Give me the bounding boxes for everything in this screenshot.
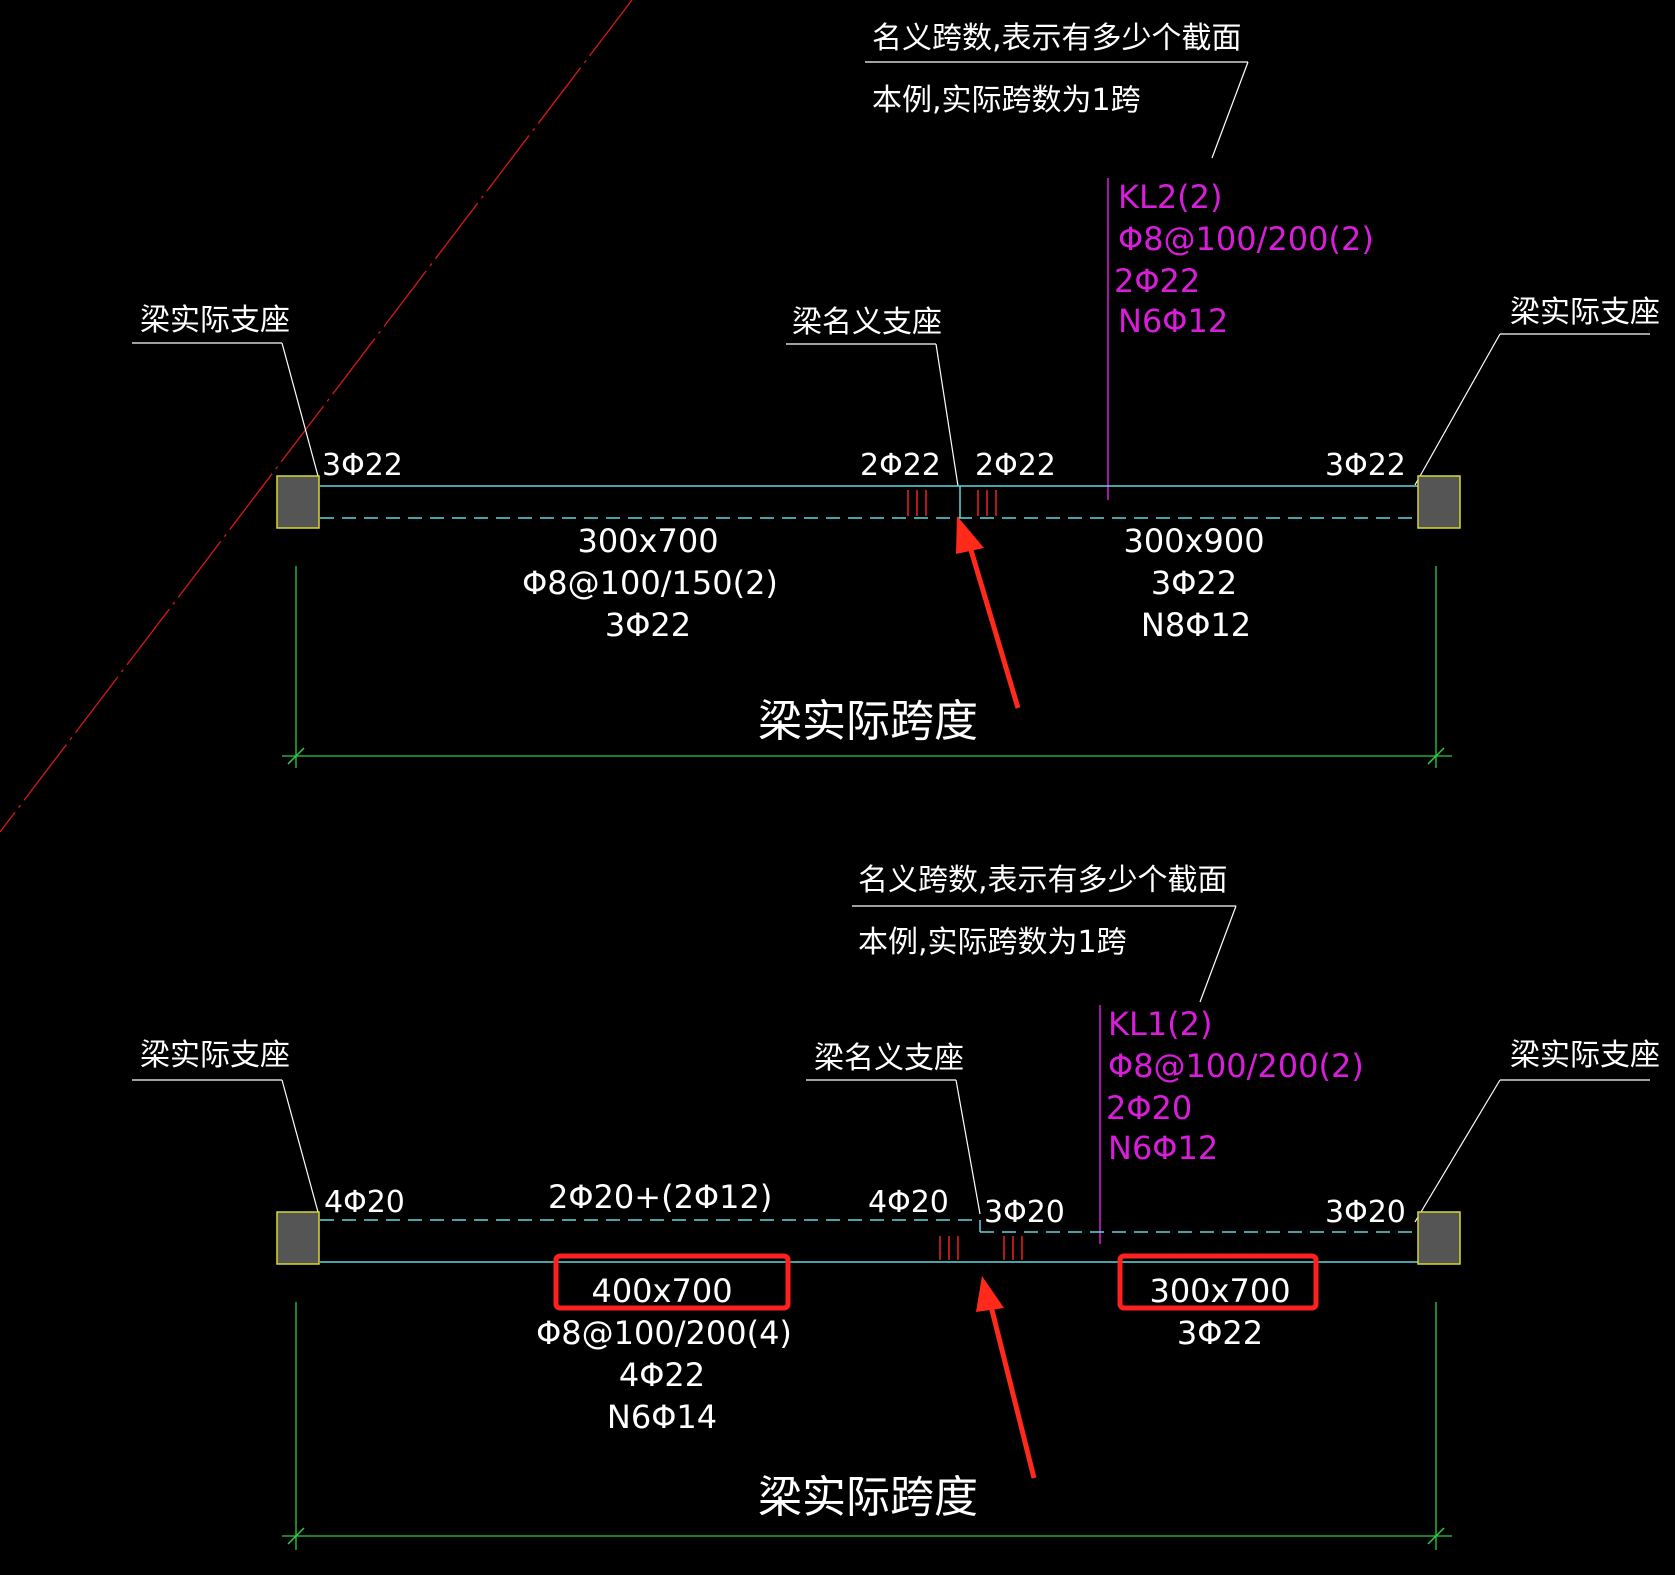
top-span1-stirrup: Φ8@100/150(2)	[522, 564, 778, 602]
bottom-span2-annotation: 300x700 3Φ22	[1149, 1272, 1290, 1352]
top-beam-top-rebar: 2Φ22	[1114, 262, 1200, 300]
bottom-callout-line1: 名义跨数,表示有多少个截面	[858, 863, 1228, 898]
top-span2-bottom: 3Φ22	[1151, 564, 1237, 602]
bottom-span2-section: 300x700	[1149, 1272, 1290, 1310]
top-nominal-support-arrow	[956, 516, 1021, 709]
bottom-right-support-callout: 梁实际支座	[1414, 1038, 1660, 1223]
bottom-span1-side: N6Φ14	[607, 1398, 717, 1436]
top-beam-body	[320, 485, 1418, 519]
top-rebar-mid-right: 2Φ22	[975, 448, 1056, 483]
bottom-beam-body	[320, 1219, 1418, 1263]
top-right-support-callout: 梁实际支座	[1414, 295, 1660, 486]
top-span1-annotation: 300x700 Φ8@100/150(2) 3Φ22	[522, 522, 778, 644]
top-span2-annotation: 300x900 3Φ22 N8Φ12	[1123, 522, 1264, 644]
bottom-span1-section: 400x700	[591, 1272, 732, 1310]
top-callout-line1: 名义跨数,表示有多少个截面	[872, 21, 1242, 56]
top-span-label: 梁实际跨度	[758, 696, 978, 747]
top-left-support	[276, 475, 320, 529]
bottom-nominal-support-arrow	[976, 1276, 1037, 1479]
top-rebar-mid-left: 2Φ22	[860, 448, 941, 483]
bottom-beam-top-rebar: 2Φ20	[1106, 1089, 1192, 1127]
bottom-right-support	[1417, 1211, 1461, 1265]
bottom-left-support-label: 梁实际支座	[140, 1038, 290, 1073]
top-span-dimension: 梁实际跨度	[282, 566, 1452, 768]
top-rebar-left: 3Φ22	[322, 448, 403, 483]
top-beam-stirrup: Φ8@100/200(2)	[1118, 220, 1374, 258]
bottom-span1-stirrup: Φ8@100/200(4)	[536, 1314, 792, 1352]
red-reference-line	[0, 0, 633, 833]
bottom-span-dimension: 梁实际跨度	[282, 1302, 1452, 1550]
top-left-support-label: 梁实际支座	[140, 303, 290, 338]
top-right-support	[1417, 475, 1461, 529]
top-beam-diagram: 名义跨数,表示有多少个截面 本例,实际跨数为1跨 KL2(2) Φ8@100/2…	[132, 21, 1660, 768]
bottom-left-support	[276, 1211, 320, 1265]
bottom-beam-name: KL1(2)	[1108, 1005, 1213, 1043]
top-span-count-callout: 名义跨数,表示有多少个截面 本例,实际跨数为1跨	[865, 21, 1249, 159]
top-span1-section: 300x700	[577, 522, 718, 560]
top-beam-side-rebar: N6Φ12	[1118, 302, 1228, 340]
bottom-stirrup-marks	[939, 1236, 1023, 1260]
bottom-span1-annotation: 400x700 Φ8@100/200(4) 4Φ22 N6Φ14	[536, 1272, 792, 1436]
top-beam-name: KL2(2)	[1118, 178, 1223, 216]
top-stirrup-marks	[907, 490, 997, 516]
top-left-support-callout: 梁实际支座	[132, 303, 319, 477]
top-right-support-label: 梁实际支座	[1510, 295, 1660, 330]
bottom-rebar-mid-left: 4Φ20	[868, 1185, 949, 1220]
top-rebar-right: 3Φ22	[1325, 448, 1406, 483]
top-nominal-support-label: 梁名义支座	[792, 305, 942, 340]
top-span1-bottom: 3Φ22	[605, 606, 691, 644]
bottom-rebar-left: 4Φ20	[324, 1185, 405, 1220]
bottom-rebar-top-mid: 2Φ20+(2Φ12)	[548, 1178, 772, 1216]
bottom-callout-line2: 本例,实际跨数为1跨	[858, 925, 1127, 960]
bottom-span2-section-highlight	[1117, 1253, 1319, 1311]
bottom-nominal-support-label: 梁名义支座	[814, 1041, 964, 1076]
bottom-rebar-mid-right: 3Φ20	[984, 1195, 1065, 1230]
top-callout-line2: 本例,实际跨数为1跨	[872, 83, 1141, 118]
top-beam-label: KL2(2) Φ8@100/200(2) 2Φ22 N6Φ12	[1107, 178, 1374, 500]
bottom-span-count-callout: 名义跨数,表示有多少个截面 本例,实际跨数为1跨	[852, 863, 1237, 1003]
bottom-span2-bottom: 3Φ22	[1177, 1314, 1263, 1352]
bottom-span1-bottom: 4Φ22	[619, 1356, 705, 1394]
bottom-beam-diagram: 名义跨数,表示有多少个截面 本例,实际跨数为1跨 KL1(2) Φ8@100/2…	[132, 863, 1660, 1550]
bottom-rebar-right: 3Φ20	[1325, 1195, 1406, 1230]
bottom-span-label: 梁实际跨度	[758, 1472, 978, 1523]
bottom-beam-label: KL1(2) Φ8@100/200(2) 2Φ20 N6Φ12	[1099, 1005, 1364, 1244]
bottom-span1-section-highlight	[553, 1253, 791, 1311]
top-span2-section: 300x900	[1123, 522, 1264, 560]
bottom-beam-stirrup: Φ8@100/200(2)	[1108, 1047, 1364, 1085]
bottom-nominal-support-callout: 梁名义支座	[806, 1041, 981, 1215]
bottom-right-support-label: 梁实际支座	[1510, 1038, 1660, 1073]
top-nominal-support-callout: 梁名义支座	[786, 305, 959, 487]
bottom-left-support-callout: 梁实际支座	[132, 1038, 319, 1213]
top-span2-side: N8Φ12	[1141, 606, 1251, 644]
bottom-beam-side-rebar: N6Φ12	[1108, 1129, 1218, 1167]
